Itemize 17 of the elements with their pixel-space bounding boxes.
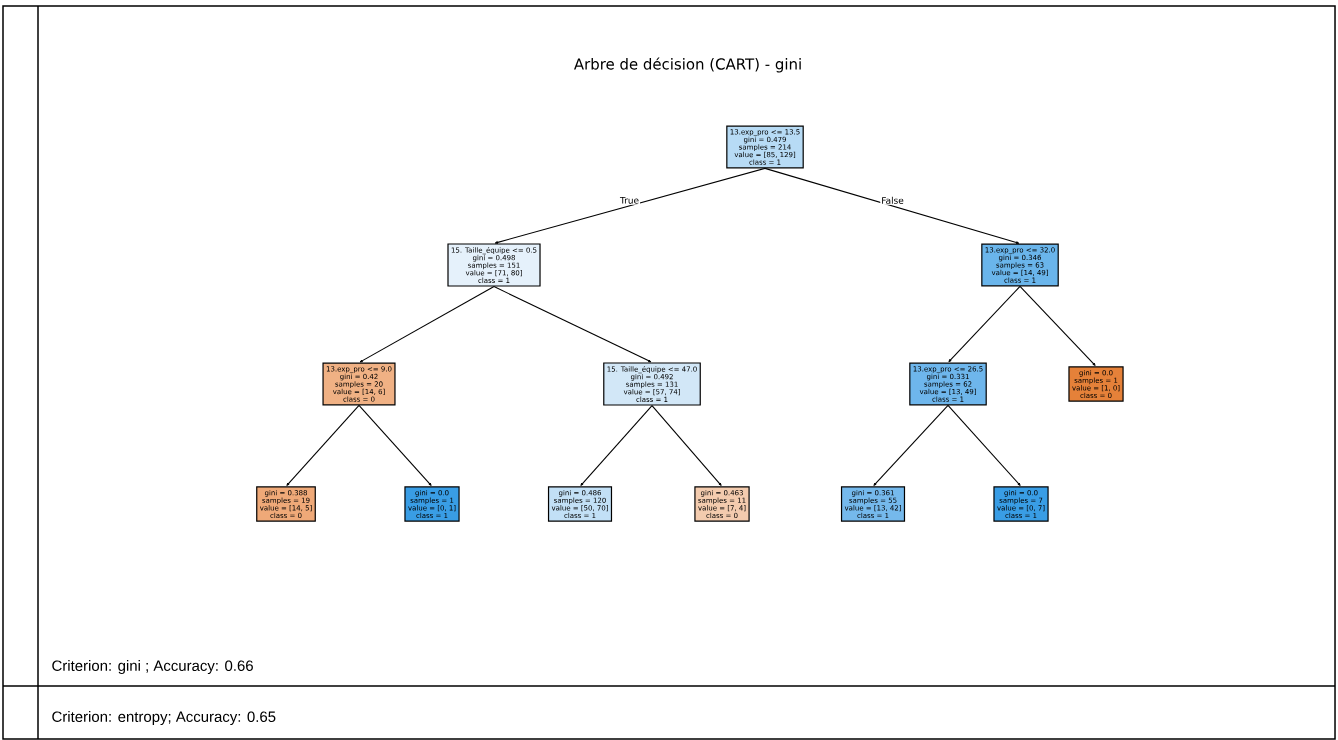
arrow [1019, 285, 1096, 366]
caption-text: Criterion: gini ; Accuracy: 0.66 [52, 660, 253, 674]
arrow [947, 404, 1021, 486]
arrow [358, 404, 432, 486]
arrow [493, 286, 652, 363]
edge-label: False [882, 196, 904, 204]
caption-text: Criterion: entropy; Accuracy: 0.65 [52, 711, 276, 725]
arrow [651, 405, 722, 486]
arrow [359, 286, 495, 363]
arrow [286, 404, 360, 486]
arrow [764, 167, 1020, 244]
chart-title: Arbre de décision (CART) - gini [573, 57, 801, 73]
arrow [873, 404, 949, 486]
arrow [948, 285, 1021, 363]
edge-label: True [619, 197, 639, 204]
arrow [580, 405, 653, 486]
arrow [494, 167, 766, 244]
